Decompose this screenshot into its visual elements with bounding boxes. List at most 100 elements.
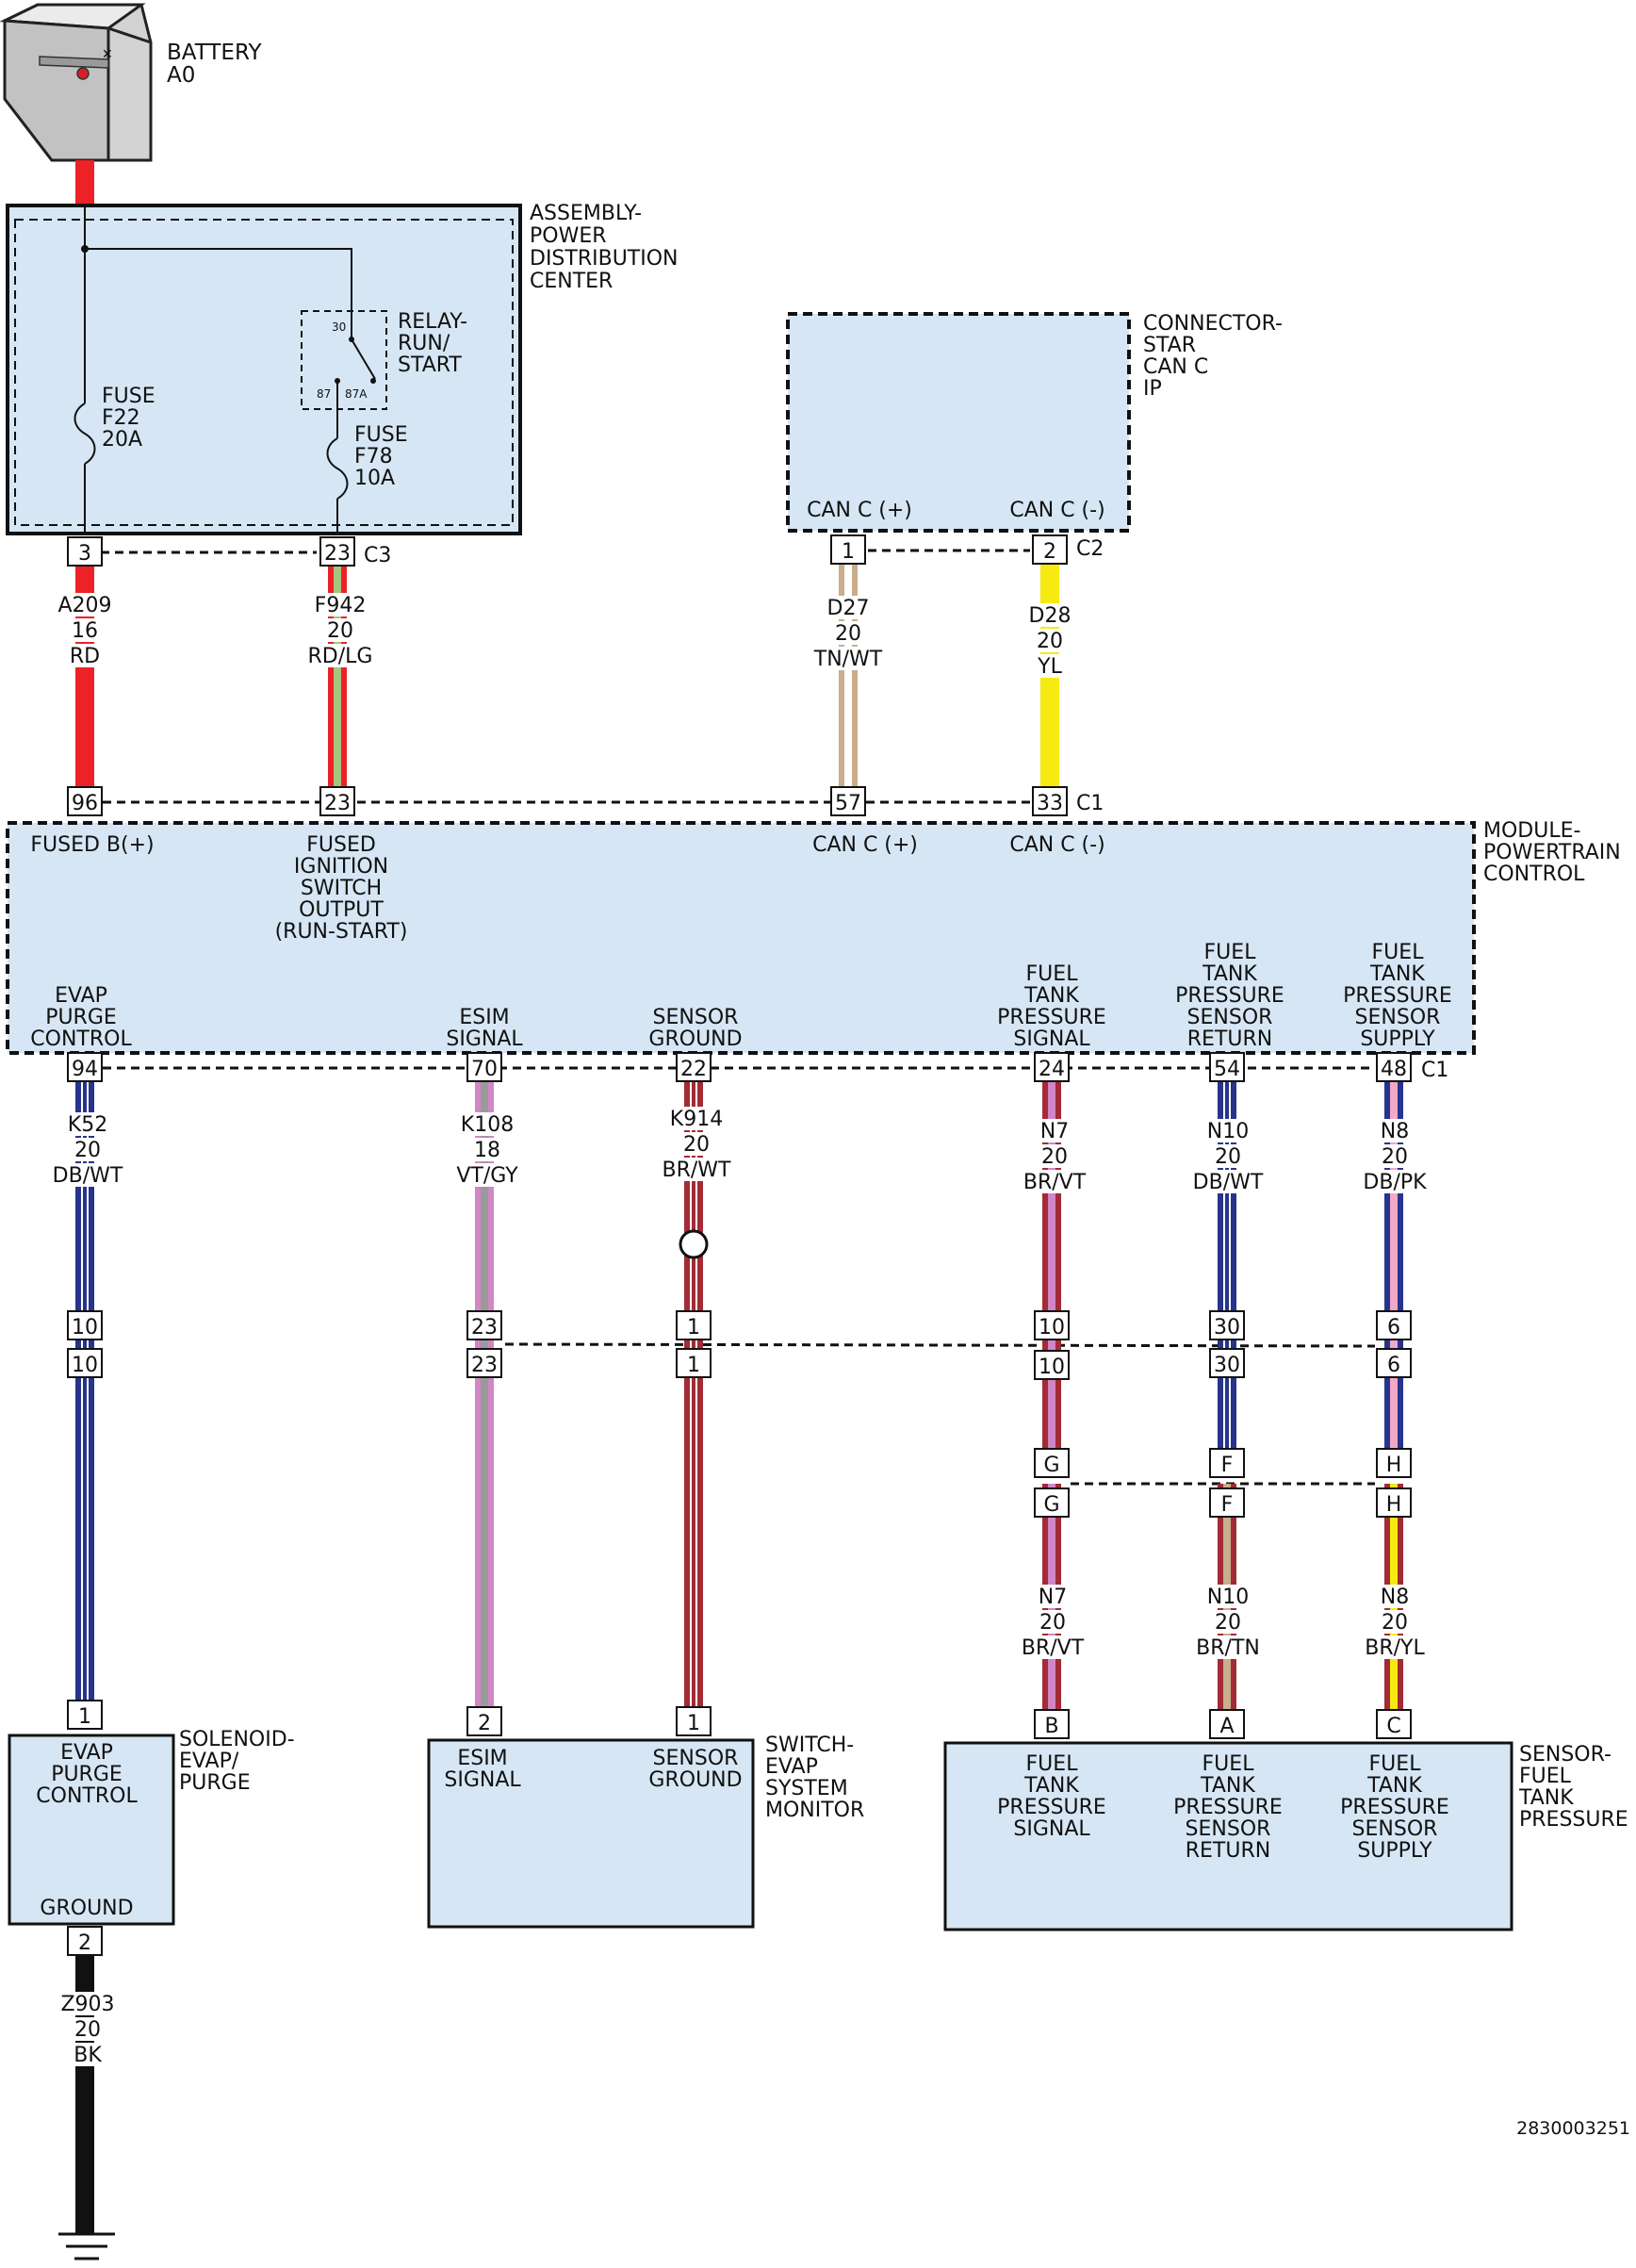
- svg-text:54: 54: [1214, 1058, 1240, 1081]
- svg-text:TANK: TANK: [1202, 962, 1257, 986]
- inline-a-pin-30: 30: [1209, 1310, 1245, 1340]
- sensor-pin-a: A: [1209, 1709, 1245, 1739]
- switch-pin-1: 1: [676, 1706, 712, 1736]
- pcm-pin-94: 94: [67, 1052, 103, 1082]
- svg-text:SENSOR-: SENSOR-: [1519, 1743, 1611, 1767]
- wire-z903: [75, 1937, 94, 2234]
- svg-text:B: B: [1044, 1715, 1058, 1738]
- svg-text:A: A: [1219, 1715, 1234, 1738]
- svg-text:20: 20: [327, 619, 353, 643]
- battery-feed-wire: [75, 160, 94, 205]
- switch-evap-system-monitor-box: [427, 1738, 755, 1929]
- wire-k52: [75, 1068, 94, 1721]
- fuse-f22-label: FUSE F22 20A: [102, 385, 155, 452]
- svg-text:1: 1: [842, 540, 855, 564]
- connector-c2-label: C2: [1076, 537, 1104, 561]
- svg-text:MONITOR: MONITOR: [765, 1799, 864, 1822]
- inline-a-pin-6: 6: [1376, 1310, 1412, 1340]
- svg-text:IP: IP: [1143, 377, 1162, 401]
- pcm-pin-23: 23: [319, 786, 355, 816]
- svg-text:ESIM: ESIM: [457, 1747, 507, 1770]
- switch-pin-2: 2: [466, 1706, 502, 1736]
- fuse-f78-label: FUSE F78 10A: [354, 423, 408, 490]
- powertrain-control-module-box: [6, 821, 1476, 1055]
- svg-text:PURGE: PURGE: [51, 1763, 123, 1786]
- svg-text:BR/VT: BR/VT: [1023, 1171, 1087, 1194]
- pcm-esim-label: ESIM SIGNAL: [446, 1006, 523, 1051]
- svg-text:PRESSURE: PRESSURE: [1340, 1796, 1449, 1819]
- svg-text:2: 2: [478, 1712, 491, 1735]
- svg-text:D28: D28: [1029, 604, 1072, 628]
- svg-text:CONTROL: CONTROL: [1483, 863, 1585, 886]
- inline-d-pin-g: G: [1034, 1487, 1070, 1518]
- star-connector-can-c-box: [786, 312, 1131, 533]
- svg-text:20: 20: [683, 1133, 710, 1157]
- fuse-f22-symbol: [74, 403, 96, 465]
- pcm-pin-33: 33: [1032, 786, 1068, 816]
- pcm-ftp-return-label: FUEL TANK PRESSURE SENSOR RETURN: [1175, 941, 1284, 1051]
- svg-text:20: 20: [74, 1139, 101, 1162]
- svg-text:N8: N8: [1381, 1120, 1409, 1143]
- svg-text:(RUN-START): (RUN-START): [275, 920, 408, 944]
- svg-text:F78: F78: [354, 445, 393, 468]
- svg-text:EVAP: EVAP: [55, 984, 107, 1008]
- svg-text:TANK: TANK: [1023, 1774, 1079, 1798]
- inline-b-pin-6: 6: [1376, 1348, 1412, 1378]
- svg-text:RUN/: RUN/: [398, 332, 450, 355]
- pcm-pin-24: 24: [1034, 1052, 1070, 1082]
- svg-text:1: 1: [687, 1354, 700, 1377]
- sensor-pin-c: C: [1376, 1709, 1412, 1739]
- svg-text:SIGNAL: SIGNAL: [444, 1768, 521, 1792]
- svg-text:DB/WT: DB/WT: [1193, 1171, 1264, 1194]
- svg-text:PRESSURE: PRESSURE: [1343, 984, 1452, 1008]
- inline-a-pin-1: 1: [676, 1310, 712, 1340]
- svg-text:RD/LG: RD/LG: [308, 645, 373, 668]
- svg-text:23: 23: [324, 542, 351, 566]
- svg-text:18: 18: [474, 1139, 500, 1162]
- svg-text:PRESSURE: PRESSURE: [997, 1006, 1106, 1029]
- star-pin-2: 2: [1032, 534, 1068, 565]
- wire-k108: [475, 1068, 494, 1726]
- inline-c-pin-f: F: [1209, 1448, 1245, 1478]
- svg-text:1: 1: [687, 1712, 700, 1735]
- pdc-pin-23: 23: [319, 536, 355, 567]
- inline-a-pin-23: 23: [466, 1310, 502, 1340]
- svg-text:SENSOR: SENSOR: [1186, 1817, 1271, 1841]
- svg-text:SIGNAL: SIGNAL: [1013, 1027, 1090, 1051]
- svg-text:GROUND: GROUND: [648, 1768, 742, 1792]
- svg-text:F942: F942: [315, 594, 367, 617]
- pcm-pin-96: 96: [67, 786, 103, 816]
- svg-text:20: 20: [74, 2018, 101, 2042]
- sensor-fuel-tank-pressure-box: [943, 1741, 1513, 1931]
- svg-text:16: 16: [72, 619, 98, 643]
- svg-text:20: 20: [1039, 1611, 1066, 1635]
- svg-text:96: 96: [72, 792, 98, 815]
- pcm-ftp-supply-label: FUEL TANK PRESSURE SENSOR SUPPLY: [1343, 941, 1452, 1051]
- svg-text:20: 20: [1382, 1611, 1408, 1635]
- sensor-ftp-return-label: FUEL TANK PRESSURE SENSOR RETURN: [1173, 1752, 1283, 1863]
- sensor-pin-b: B: [1034, 1709, 1070, 1739]
- pcm-pin-57: 57: [830, 786, 866, 816]
- svg-text:6: 6: [1387, 1316, 1400, 1339]
- svg-text:RELAY-: RELAY-: [398, 310, 467, 334]
- svg-text:YL: YL: [1037, 655, 1062, 679]
- power-distribution-center-box: [6, 204, 522, 535]
- svg-text:2: 2: [1043, 540, 1056, 564]
- pcm-evap-label: EVAP PURGE CONTROL: [30, 984, 132, 1051]
- svg-text:F: F: [1221, 1493, 1234, 1517]
- star-can-minus-label: CAN C (-): [1009, 499, 1104, 522]
- relay-pin-87: 87: [317, 387, 331, 401]
- svg-text:TANK: TANK: [1366, 1774, 1422, 1798]
- solenoid-evap-label: EVAP PURGE CONTROL: [36, 1741, 138, 1808]
- svg-text:CONTROL: CONTROL: [30, 1027, 132, 1051]
- svg-text:10: 10: [72, 1354, 98, 1377]
- switch-sensor-ground-label: SENSOR GROUND: [648, 1747, 742, 1792]
- svg-text:N7: N7: [1039, 1586, 1067, 1609]
